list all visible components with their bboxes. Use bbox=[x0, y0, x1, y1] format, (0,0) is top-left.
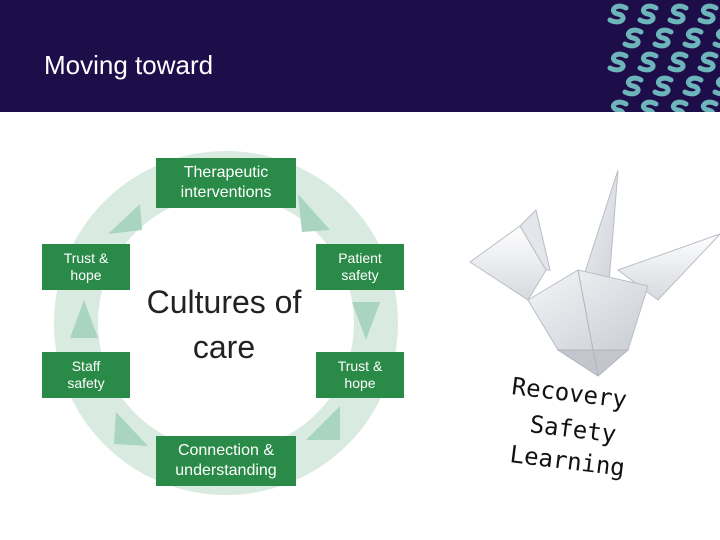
pattern-swirl bbox=[652, 75, 674, 97]
arrow-top-right bbox=[298, 194, 330, 232]
arrow-right bbox=[352, 302, 380, 340]
pattern-swirl bbox=[641, 99, 659, 112]
pattern-swirl bbox=[622, 75, 644, 97]
pattern-swirl bbox=[697, 3, 719, 25]
decorative-pattern bbox=[607, 3, 720, 112]
pattern-swirl bbox=[667, 3, 689, 25]
paper-crane-icon bbox=[469, 169, 720, 377]
center-label: Cultures of care bbox=[146, 284, 302, 365]
pattern-swirl bbox=[701, 99, 719, 112]
node-therapeutic-interventions: Therapeutic interventions bbox=[156, 158, 296, 208]
pattern-swirl bbox=[637, 51, 659, 73]
node-trust-hope-left: Trust & hope bbox=[42, 244, 130, 290]
pattern-swirl bbox=[611, 99, 629, 112]
node-connection-understanding: Connection & understanding bbox=[156, 436, 296, 486]
pattern-swirl bbox=[671, 99, 689, 112]
slide-title: Moving toward bbox=[44, 50, 214, 80]
pattern-swirl bbox=[637, 3, 659, 25]
arrow-left bbox=[70, 300, 98, 338]
node-patient-safety: Patient safety bbox=[316, 244, 404, 290]
pattern-swirl bbox=[622, 27, 644, 49]
arrow-bottom-left bbox=[114, 412, 148, 446]
pattern-swirl bbox=[607, 3, 629, 25]
pattern-swirl bbox=[712, 28, 720, 49]
pattern-swirl bbox=[682, 75, 704, 97]
arrow-top-left bbox=[108, 204, 142, 234]
pattern-swirl bbox=[667, 51, 689, 73]
header-banner: Moving toward bbox=[0, 0, 720, 112]
node-trust-hope-right: Trust & hope bbox=[316, 352, 404, 398]
pattern-swirl bbox=[607, 51, 629, 73]
pattern-swirl bbox=[697, 51, 719, 73]
pattern-swirl bbox=[712, 76, 720, 97]
node-staff-safety: Staff safety bbox=[42, 352, 130, 398]
pattern-swirl bbox=[652, 27, 674, 49]
pattern-swirl bbox=[682, 27, 704, 49]
arrow-bottom-right bbox=[306, 406, 340, 440]
